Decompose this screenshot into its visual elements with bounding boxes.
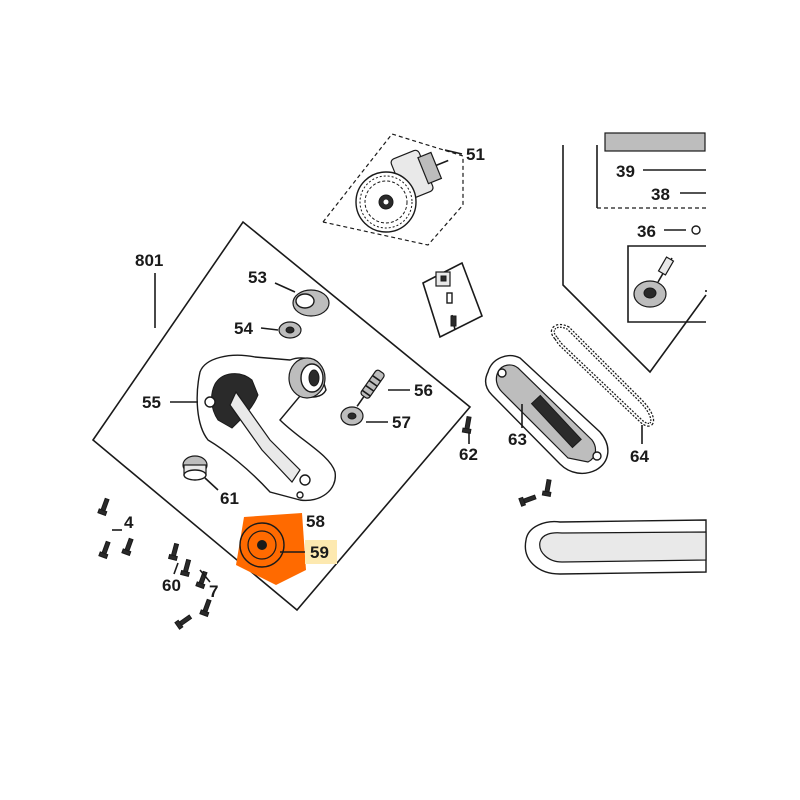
part-56[interactable]: 56 — [353, 369, 433, 409]
part-55-housing[interactable]: 55 — [142, 354, 336, 502]
label-62[interactable]: 62 — [459, 445, 478, 464]
part-64-belt[interactable]: 64 — [550, 323, 654, 466]
label-56[interactable]: 56 — [414, 381, 433, 400]
label-64[interactable]: 64 — [630, 447, 649, 466]
part-62[interactable]: 62 — [459, 415, 478, 464]
label-61[interactable]: 61 — [220, 489, 239, 508]
fan-blades — [359, 175, 413, 229]
part-54[interactable]: 54 — [234, 319, 302, 339]
label-63[interactable]: 63 — [508, 430, 527, 449]
label-36[interactable]: 36 — [637, 222, 656, 241]
part-guide-bar[interactable] — [524, 519, 707, 575]
part-61[interactable]: 61 — [182, 455, 239, 508]
small-screws-right[interactable] — [518, 478, 553, 507]
part-brush-box[interactable] — [422, 261, 484, 339]
label-57[interactable]: 57 — [392, 413, 411, 432]
part-60-screws[interactable]: 60 — [162, 542, 192, 595]
label-7[interactable]: 7 — [209, 582, 218, 601]
top-right-panel: 39 38 36 — [562, 132, 707, 374]
part-4-screws[interactable]: 4 — [97, 497, 135, 560]
part-63-cover[interactable]: 63 — [484, 354, 609, 475]
part-51-armature[interactable]: 51 — [322, 133, 485, 246]
label-54[interactable]: 54 — [234, 319, 253, 338]
label-51[interactable]: 51 — [466, 145, 485, 164]
label-58[interactable]: 58 — [306, 512, 325, 531]
highlight-label-bg — [305, 540, 337, 564]
part-59-gear-highlighted[interactable]: 59 — [236, 513, 337, 585]
label-39[interactable]: 39 — [616, 162, 635, 181]
label-53[interactable]: 53 — [248, 268, 267, 287]
part-7-screws[interactable]: 7 — [174, 569, 219, 630]
label-801[interactable]: 801 — [135, 251, 163, 270]
assembly-801-frame: 801 — [91, 220, 472, 612]
label-60[interactable]: 60 — [162, 576, 181, 595]
label-59[interactable]: 59 — [310, 543, 329, 562]
label-38[interactable]: 38 — [651, 185, 670, 204]
label-4[interactable]: 4 — [124, 513, 134, 532]
label-55[interactable]: 55 — [142, 393, 161, 412]
part-top-gear[interactable] — [633, 256, 675, 308]
part-53[interactable]: 53 — [248, 268, 330, 317]
part-57[interactable]: 57 — [340, 406, 411, 432]
